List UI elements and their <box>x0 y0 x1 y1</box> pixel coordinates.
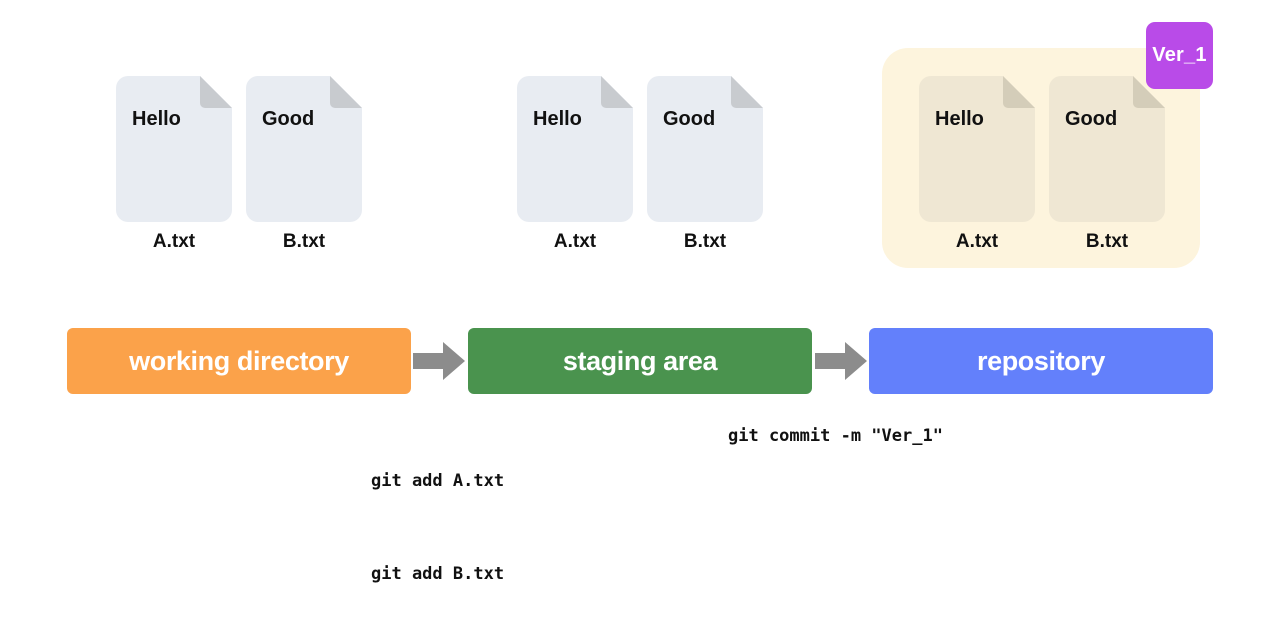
file-name: B.txt <box>282 231 326 252</box>
file-content: Good <box>663 108 716 130</box>
repository-files: Hello A.txt Good B.txt <box>919 76 1166 256</box>
working-directory-stage: working directory <box>67 328 411 394</box>
file-b-txt: Good B.txt <box>647 76 763 256</box>
document-icon <box>517 76 633 222</box>
git-add-command-a: git add A.txt <box>371 471 505 491</box>
file-name: A.txt <box>553 231 597 252</box>
staging-area-files: Hello A.txt Good B.txt <box>517 76 764 256</box>
document-icon <box>116 76 232 222</box>
document-icon <box>647 76 763 222</box>
file-a-txt: Hello A.txt <box>517 76 633 256</box>
document-icon <box>919 76 1035 222</box>
file-a-txt: Hello A.txt <box>116 76 232 256</box>
file-name: B.txt <box>683 231 727 252</box>
git-add-commands: git add A.txt git add B.txt <box>371 404 504 621</box>
arrow-right-icon <box>815 342 867 380</box>
file-name: B.txt <box>1085 231 1129 252</box>
file-name: A.txt <box>955 231 999 252</box>
staging-area-stage: staging area <box>468 328 812 394</box>
file-b-txt: Good B.txt <box>1049 76 1165 256</box>
file-content: Hello <box>533 108 582 130</box>
working-directory-files: Hello A.txt Good B.txt <box>116 76 363 256</box>
file-content: Good <box>262 108 315 130</box>
document-icon <box>246 76 362 222</box>
repository-stage: repository <box>869 328 1213 394</box>
document-icon <box>1049 76 1165 222</box>
version-badge: Ver_1 <box>1146 22 1213 89</box>
git-commit-command: git commit -m "Ver_1" <box>728 426 943 446</box>
file-content: Hello <box>935 108 984 130</box>
arrow-right-icon <box>413 342 465 380</box>
file-content: Hello <box>132 108 181 130</box>
file-content: Good <box>1065 108 1118 130</box>
git-add-command-b: git add B.txt <box>371 564 505 584</box>
file-name: A.txt <box>152 231 196 252</box>
file-b-txt: Good B.txt <box>246 76 362 256</box>
file-a-txt: Hello A.txt <box>919 76 1035 256</box>
